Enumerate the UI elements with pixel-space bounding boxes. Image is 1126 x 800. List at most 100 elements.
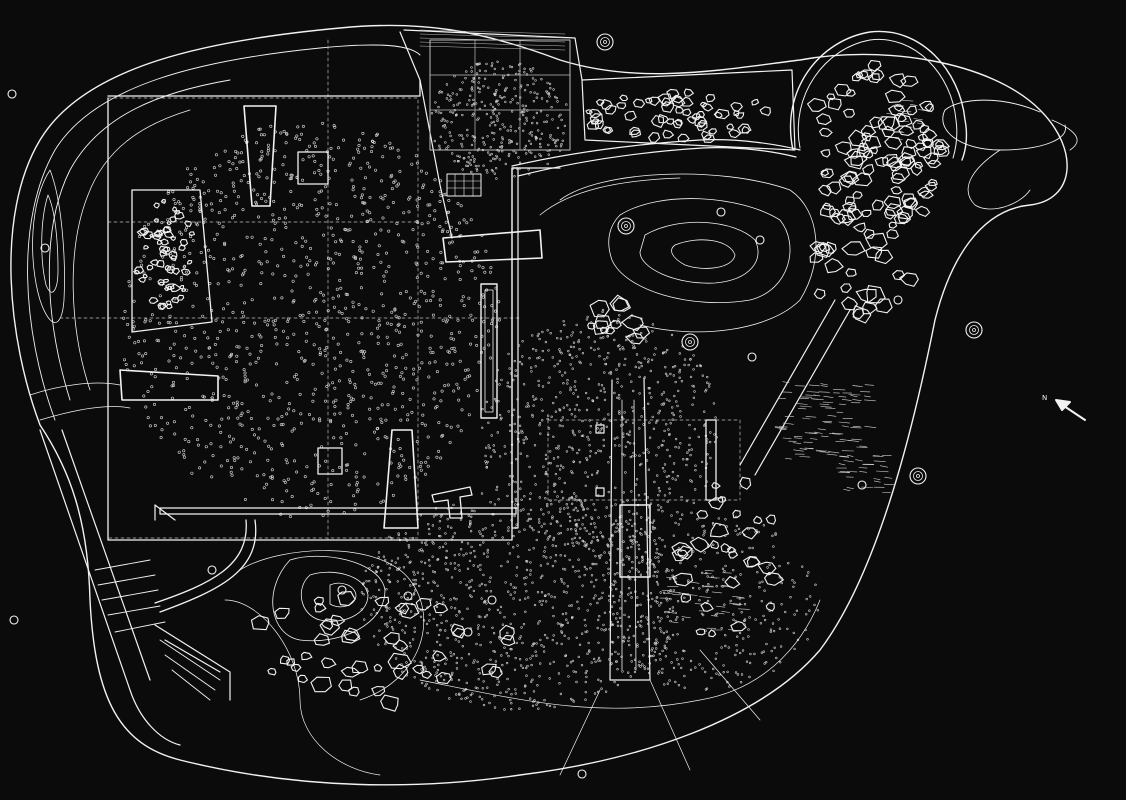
texture-dot <box>637 570 640 573</box>
texture-dot <box>379 500 383 504</box>
texture-dot <box>242 320 246 324</box>
texture-dot <box>655 551 658 555</box>
texture-dot <box>749 652 752 656</box>
texture-dot <box>489 658 492 661</box>
texture-dot <box>451 535 455 538</box>
texture-dot <box>331 233 335 237</box>
texture-dot <box>741 649 745 652</box>
texture-dot <box>394 657 398 660</box>
texture-dot <box>573 536 577 540</box>
texture-dot <box>586 609 589 612</box>
texture-dot <box>508 424 512 427</box>
paved-band <box>581 69 796 151</box>
texture-dot <box>671 633 675 637</box>
texture-dot <box>531 347 535 351</box>
texture-dot <box>613 338 616 342</box>
texture-dot <box>556 126 560 130</box>
texture-dot <box>286 319 290 323</box>
texture-dot <box>546 162 549 166</box>
texture-dot <box>202 260 206 264</box>
texture-dot <box>166 421 170 425</box>
texture-dot <box>478 87 482 91</box>
texture-dot <box>604 628 608 631</box>
texture-dot <box>421 403 425 407</box>
texture-dot <box>458 101 461 105</box>
texture-dot <box>359 196 363 200</box>
texture-dot <box>460 408 464 412</box>
texture-dot <box>497 103 500 106</box>
texture-dot <box>355 470 359 474</box>
north-arrow-icon <box>1055 399 1086 421</box>
texture-dot <box>426 249 430 253</box>
texture-dot <box>408 195 412 199</box>
texture-dot <box>716 551 719 555</box>
rock <box>918 100 934 113</box>
texture-dot <box>336 342 340 346</box>
texture-dot <box>572 544 575 547</box>
texture-dot <box>260 343 264 347</box>
texture-dot <box>206 336 210 340</box>
texture-dot <box>665 480 669 484</box>
texture-dot <box>508 483 511 486</box>
marsh-stroke <box>843 488 851 492</box>
tree-symbols <box>7 33 983 779</box>
texture-dot <box>512 534 515 538</box>
texture-dot <box>255 202 259 206</box>
texture-dot <box>514 369 517 372</box>
texture-dot <box>458 569 461 572</box>
texture-dot <box>558 468 562 471</box>
texture-dot <box>706 599 710 603</box>
texture-dot <box>769 630 772 633</box>
texture-dot <box>473 158 476 161</box>
texture-dot <box>429 298 433 302</box>
texture-dot <box>312 343 316 347</box>
texture-dot <box>629 577 632 581</box>
texture-dot <box>465 70 468 73</box>
texture-dot <box>584 630 587 634</box>
texture-dot <box>455 228 459 232</box>
rock <box>741 125 751 134</box>
rock <box>167 250 178 260</box>
texture-dot <box>172 383 176 387</box>
texture-dot <box>556 138 559 142</box>
texture-dot <box>516 544 519 547</box>
texture-dot <box>575 680 578 684</box>
texture-dot <box>435 640 439 644</box>
texture-dot <box>414 578 417 582</box>
texture-dot <box>307 412 311 416</box>
rock <box>818 184 832 197</box>
texture-dot <box>398 169 402 173</box>
rock <box>181 288 186 292</box>
texture-dot <box>375 326 379 330</box>
texture-dot <box>146 389 150 393</box>
texture-dot <box>581 419 584 423</box>
texture-dot <box>415 276 419 280</box>
texture-dot <box>413 573 416 576</box>
texture-dot <box>469 551 472 555</box>
texture-dot <box>504 100 507 104</box>
rock <box>869 146 878 155</box>
texture-dot <box>391 201 395 205</box>
texture-dot <box>283 155 287 159</box>
texture-dot <box>253 433 257 437</box>
texture-dot <box>637 543 640 547</box>
texture-dot <box>547 92 551 95</box>
texture-dot <box>465 164 468 168</box>
texture-dot <box>356 147 360 151</box>
texture-dot <box>503 646 506 649</box>
texture-dot <box>362 146 366 150</box>
texture-dot <box>646 667 650 670</box>
rock <box>888 73 907 89</box>
texture-dot <box>581 352 585 355</box>
texture-dot <box>629 675 632 678</box>
west-path <box>39 429 181 746</box>
texture-dot <box>592 549 595 552</box>
texture-dot <box>478 62 481 65</box>
texture-dot <box>367 165 371 169</box>
texture-dot <box>566 336 569 339</box>
texture-dot <box>408 397 412 401</box>
texture-dot <box>702 424 706 427</box>
texture-dot <box>452 104 455 107</box>
rock <box>158 245 169 254</box>
texture-dot <box>676 615 679 619</box>
